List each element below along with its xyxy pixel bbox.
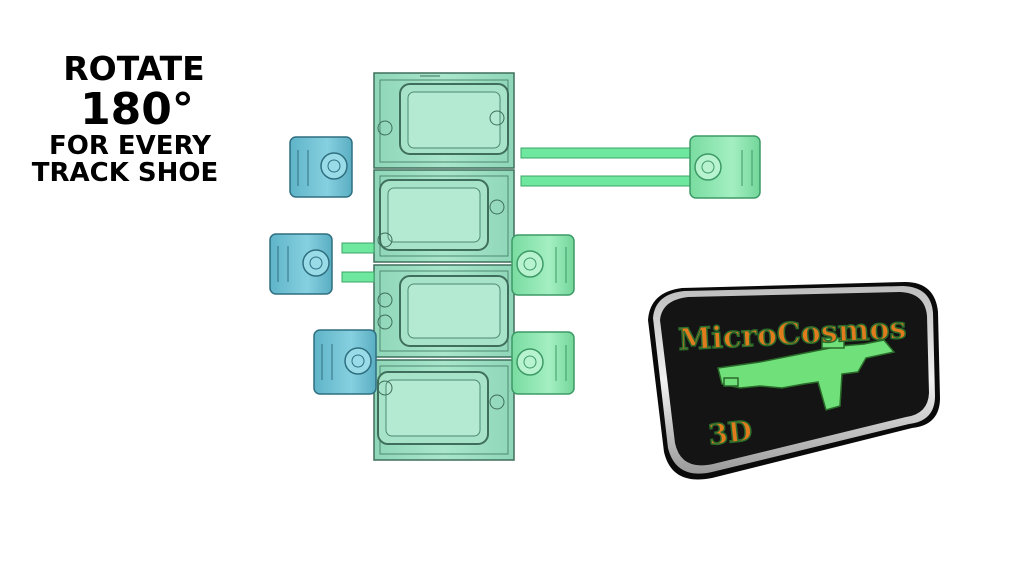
instruction-line-rotate: ROTATE bbox=[63, 49, 205, 88]
track-shoe-2 bbox=[373, 169, 515, 263]
end-cap-blue-2 bbox=[269, 233, 333, 295]
rifle-icon bbox=[717, 337, 896, 411]
instruction-line-every: FOR EVERY bbox=[48, 130, 211, 161]
track-shoe-4 bbox=[373, 359, 515, 461]
track-shoe-1 bbox=[373, 72, 515, 169]
end-cap-blue-3 bbox=[313, 329, 377, 395]
end-cap-green-3 bbox=[511, 331, 575, 395]
rotate-instruction-text: ROTATE 180° FOR EVERY TRACK SHOE bbox=[0, 49, 260, 189]
instruction-line-degrees: 180° bbox=[80, 83, 194, 135]
instruction-line-track-shoe: TRACK SHOE bbox=[31, 158, 219, 189]
end-cap-green-2 bbox=[511, 234, 575, 296]
logo-suffix-text: 3D bbox=[707, 414, 754, 451]
end-cap-blue-1 bbox=[289, 136, 353, 198]
microcosmos-logo: MicroCosmos 3D bbox=[648, 282, 940, 480]
end-cap-green-1 bbox=[689, 135, 761, 199]
track-shoe-3 bbox=[373, 264, 515, 358]
